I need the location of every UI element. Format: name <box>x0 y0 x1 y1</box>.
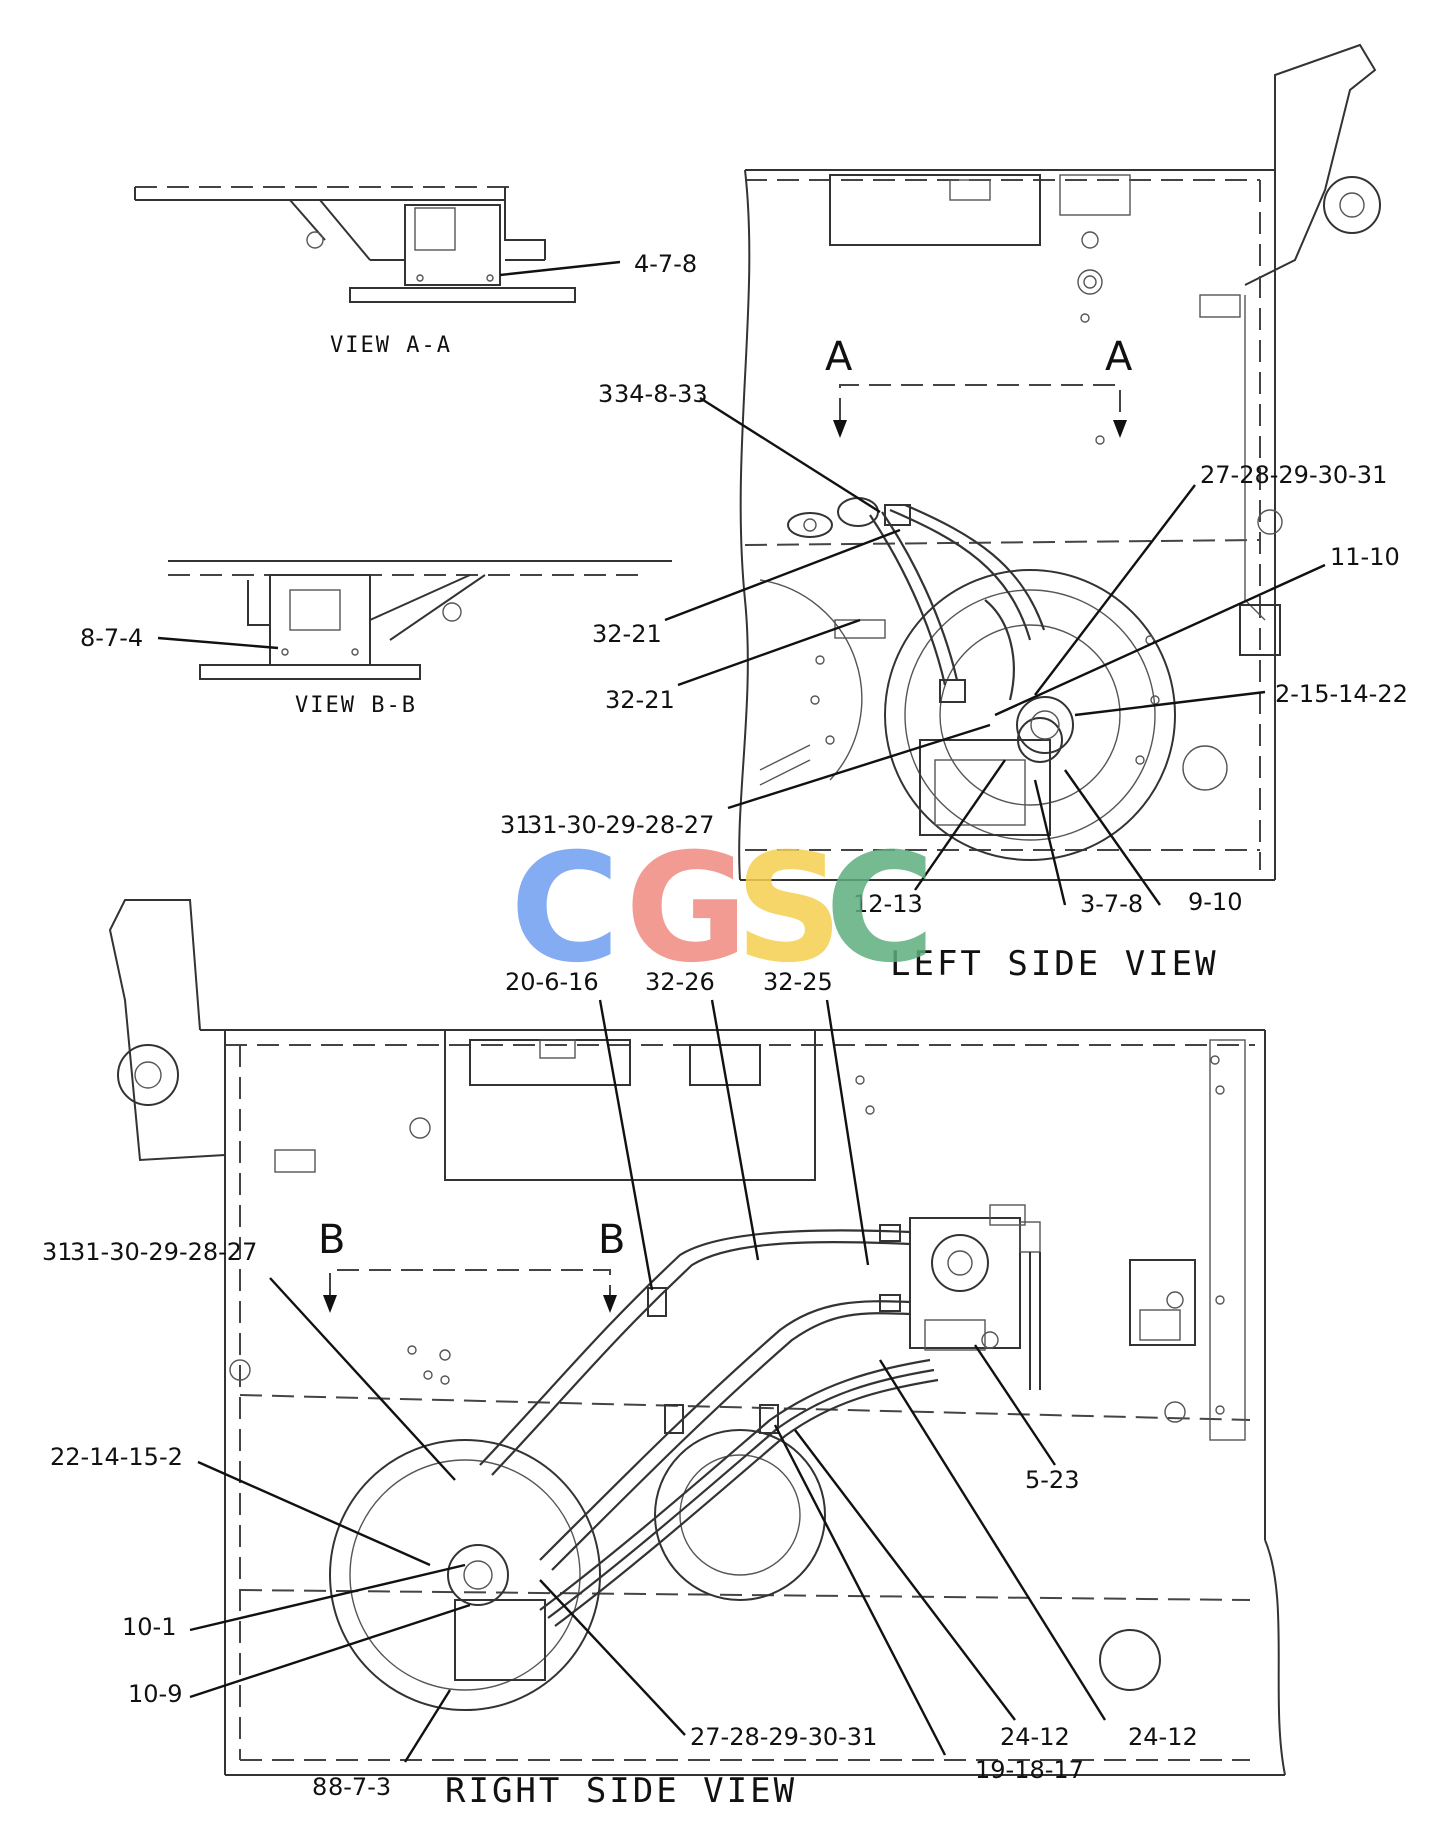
left-callout-3-7-8: 3-7-8 <box>1080 890 1143 918</box>
left-view-leaders <box>664 396 1326 906</box>
right-callout-10-9: 10-9 <box>128 1680 182 1708</box>
left-callout-32-21-lower: 32-21 <box>605 686 675 714</box>
left-callout-34-8-33: 34-8-33 <box>614 380 708 408</box>
right-callout-32-26: 32-26 <box>645 968 715 996</box>
right-side-view-drawing <box>108 899 1286 1776</box>
left-callout-prefix-31: 31 <box>500 811 531 839</box>
right-callout-19-18-17: 19-18-17 <box>975 1756 1084 1784</box>
right-view-leaders <box>189 999 1107 1763</box>
left-callout-12-13: 12-13 <box>853 890 923 918</box>
left-callout-9-10: 9-10 <box>1188 888 1242 916</box>
right-callout-5-23: 5-23 <box>1025 1466 1079 1494</box>
left-callout-32-21-upper: 32-21 <box>592 620 662 648</box>
right-callout-24-12-b: 24-12 <box>1128 1723 1198 1751</box>
view-a-callout: 4-7-8 <box>634 250 697 278</box>
watermark-letter-c2: C <box>825 822 935 996</box>
right-callout-prefix-31: 31 <box>42 1238 73 1266</box>
cgsc-watermark-logo: C G S C <box>510 822 935 996</box>
right-callout-31-30-29-28-27: 31-30-29-28-27 <box>70 1238 257 1266</box>
watermark-letter-g: G <box>625 822 748 996</box>
left-callout-11-10: 11-10 <box>1330 543 1400 571</box>
view-a-leader <box>499 260 621 277</box>
watermark-letter-c1: C <box>510 822 620 996</box>
section-b-left: B <box>318 1217 345 1263</box>
right-callout-prefix-8: 8 <box>312 1773 327 1801</box>
left-callout-prefix-34-8-33: 3 <box>598 380 613 408</box>
left-side-view-title: LEFT SIDE VIEW <box>890 944 1219 984</box>
left-side-view-drawing <box>738 43 1381 881</box>
right-callout-8-7-3: 8-7-3 <box>328 1773 391 1801</box>
view-b-leader <box>157 636 279 650</box>
view-a-title: VIEW A-A <box>330 333 452 358</box>
left-callout-31-30-29-28-27: 31-30-29-28-27 <box>527 811 714 839</box>
left-callout-2-15-14-22: 2-15-14-22 <box>1275 680 1408 708</box>
right-callout-32-25: 32-25 <box>763 968 833 996</box>
section-a-right: A <box>1105 334 1133 380</box>
right-callout-22-14-15-2: 22-14-15-2 <box>50 1443 183 1471</box>
watermark-letter-s: S <box>735 822 843 996</box>
right-side-view-title: RIGHT SIDE VIEW <box>445 1771 797 1811</box>
right-callout-24-12-a: 24-12 <box>1000 1723 1070 1751</box>
section-b-right: B <box>598 1217 625 1263</box>
right-callout-20-6-16: 20-6-16 <box>505 968 599 996</box>
left-callout-27-28-29-30-31: 27-28-29-30-31 <box>1200 461 1387 489</box>
section-a-left: A <box>825 334 853 380</box>
view-b-title: VIEW B-B <box>295 693 417 718</box>
view-a-a-drawing <box>134 186 576 303</box>
right-callout-27-28-29-30-31: 27-28-29-30-31 <box>690 1723 877 1751</box>
view-b-callout: 8-7-4 <box>80 624 143 652</box>
view-b-b-drawing <box>168 560 672 680</box>
right-callout-10-1: 10-1 <box>122 1613 176 1641</box>
